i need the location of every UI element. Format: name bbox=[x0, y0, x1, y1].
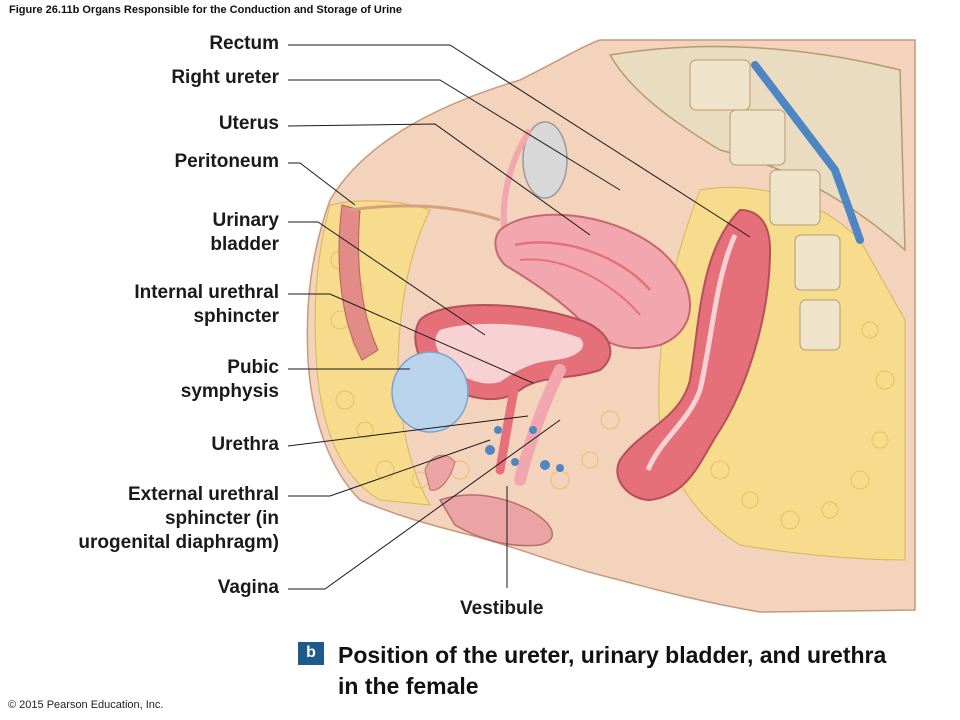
urethra-tube bbox=[495, 380, 520, 475]
leader-peritoneum bbox=[288, 162, 356, 206]
urinary-bladder-lumen bbox=[435, 323, 584, 384]
pubic-symphysis-cartilage bbox=[391, 351, 469, 433]
ovary bbox=[522, 121, 568, 199]
leader-urinary-bladder bbox=[288, 221, 486, 336]
leader-external-urethral-sphincter bbox=[288, 439, 491, 497]
label-peritoneum: Peritoneum bbox=[174, 151, 279, 172]
label-pubic-symphysis: Pubic symphysis bbox=[180, 357, 279, 402]
panel-letter-badge: b bbox=[298, 642, 324, 665]
label-urinary-bladder: Urinary bladder bbox=[210, 210, 279, 255]
figure-title: Figure 26.11b Organs Responsible for the… bbox=[9, 4, 402, 16]
label-rectum: Rectum bbox=[209, 33, 279, 54]
label-right-ureter: Right ureter bbox=[171, 67, 279, 88]
leader-lines bbox=[287, 44, 751, 590]
sacrum-vertebrae bbox=[608, 45, 906, 351]
leader-right-ureter bbox=[288, 79, 621, 191]
label-vestibule: Vestibule bbox=[460, 598, 544, 619]
leader-urethra bbox=[287, 415, 529, 447]
copyright-notice: © 2015 Pearson Education, Inc. bbox=[8, 699, 164, 711]
leader-internal-urethral-sphincter bbox=[288, 293, 534, 384]
uterus-body bbox=[494, 213, 691, 350]
leader-rectum bbox=[288, 44, 751, 238]
vestibule-area bbox=[438, 494, 554, 547]
label-vagina: Vagina bbox=[217, 577, 279, 598]
external-sphincter-veins bbox=[485, 426, 564, 472]
peritoneum-membrane bbox=[349, 204, 501, 222]
rectum-tube bbox=[616, 208, 772, 502]
figure-caption: Position of the ureter, urinary bladder,… bbox=[338, 642, 887, 699]
leader-vagina bbox=[288, 419, 561, 590]
label-internal-urethral-sphincter: Internal urethral sphincter bbox=[134, 282, 279, 327]
label-external-urethral-sphincter: External urethral sphincter (in urogenit… bbox=[78, 484, 279, 553]
vagina-tube bbox=[514, 364, 566, 486]
label-urethra: Urethra bbox=[211, 434, 279, 455]
rectus-muscle bbox=[338, 204, 379, 361]
leader-uterus bbox=[287, 123, 591, 236]
label-uterus: Uterus bbox=[218, 113, 279, 134]
